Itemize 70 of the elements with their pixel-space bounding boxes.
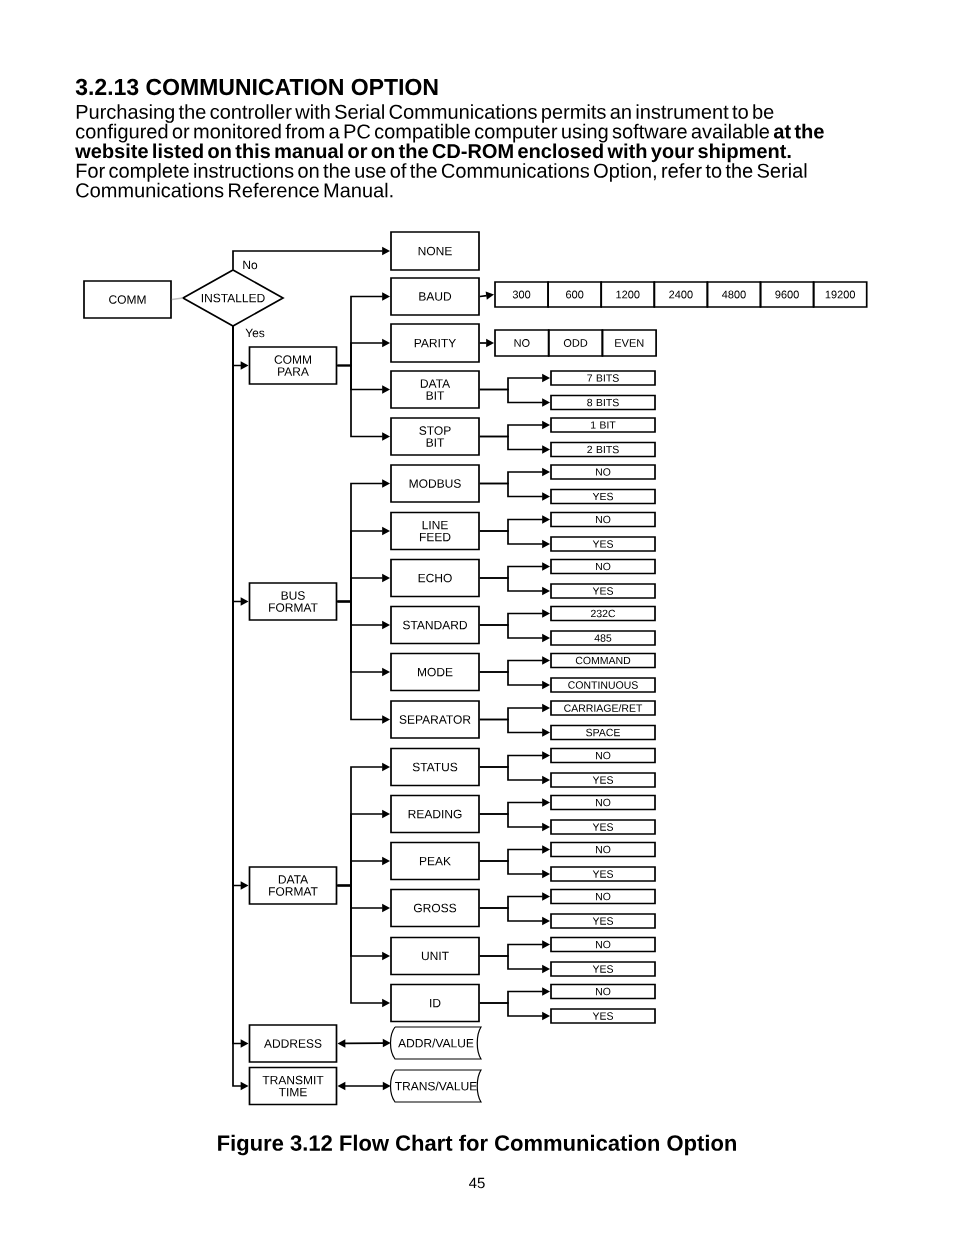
menu-box: MODBUS xyxy=(390,464,480,503)
menu-box: PEAK xyxy=(390,841,480,881)
menu-box: TRANSMIT TIME xyxy=(248,1066,338,1106)
value-display: TRANS/VALUE xyxy=(389,1069,482,1103)
menu-box: PARITY xyxy=(390,323,480,363)
option-box: NO xyxy=(550,558,656,575)
menu-box: UNIT xyxy=(390,936,480,976)
option-box: 8 BITS xyxy=(550,394,656,411)
heading: 3.2.13 COMMUNICATION OPTION xyxy=(75,78,438,96)
menu-box: SEPARATOR xyxy=(390,700,480,739)
menu-box: STOP BIT xyxy=(390,417,480,456)
option-box: NO xyxy=(550,794,656,811)
option-box: NO xyxy=(550,511,656,528)
option-box: 485 xyxy=(550,630,656,646)
menu-box: MODE xyxy=(390,652,480,692)
menu-box: STANDARD xyxy=(390,605,480,645)
value-display: ADDR/VALUE xyxy=(389,1026,482,1060)
option-box: CONTINUOUS xyxy=(550,677,656,693)
option-box: YES xyxy=(550,772,656,788)
menu-box: READING xyxy=(390,794,480,834)
option-box: NO xyxy=(550,983,656,1000)
option-box: CARRIAGE/RET xyxy=(550,700,656,716)
value-cell: 600 xyxy=(547,281,603,308)
menu-box: STATUS xyxy=(390,747,480,787)
option-box: YES xyxy=(550,819,656,835)
option-box: YES xyxy=(550,488,656,505)
option-box: NO xyxy=(550,936,656,953)
option-box: YES xyxy=(550,1008,656,1024)
value-cell: NO xyxy=(494,329,550,357)
figure-caption: Figure 3.12 Flow Chart for Communication Option xyxy=(218,1134,736,1156)
menu-box: ECHO xyxy=(390,558,480,598)
value-cell: EVEN xyxy=(601,329,657,357)
edge-label: Yes xyxy=(245,328,265,338)
option-box: SPACE xyxy=(550,724,656,741)
connector xyxy=(171,297,184,301)
body-text: Purchasing the controller with Serial Communications permits an instrument to be configured or monitored from a PC compatible computer using software available at the website listed on this manual or on the CD-ROM enclosed with your shipment. For complete instructions on the use of the Communications Option, refer to the Serial Communications Reference Manual. xyxy=(75,104,824,198)
value-cell: ODD xyxy=(547,329,604,357)
option-box: NO xyxy=(550,888,656,905)
option-box: COMMAND xyxy=(550,652,656,669)
value-cell: 19200 xyxy=(812,281,868,308)
option-box: NO xyxy=(550,464,656,480)
menu-box: LINE FEED xyxy=(390,511,480,551)
menu-box: NONE xyxy=(390,231,480,271)
option-box: 7 BITS xyxy=(550,370,656,386)
menu-box: COMM PARA xyxy=(248,346,338,385)
option-box: YES xyxy=(550,866,656,882)
menu-box: BAUD xyxy=(390,277,480,316)
option-box: 232C xyxy=(550,605,656,622)
menu-box: DATA FORMAT xyxy=(248,866,338,905)
value-cell: 9600 xyxy=(759,281,815,308)
menu-box: ADDRESS xyxy=(248,1024,338,1063)
option-box: NO xyxy=(550,747,656,764)
edge-label: No xyxy=(243,260,258,270)
option-box: 2 BITS xyxy=(550,441,656,458)
value-cell: 2400 xyxy=(653,281,709,308)
option-box: YES xyxy=(550,536,656,552)
menu-box: GROSS xyxy=(390,888,480,928)
option-box: YES xyxy=(550,961,656,977)
page-number: 45 xyxy=(469,1177,485,1189)
value-cell: 4800 xyxy=(706,281,762,308)
menu-box: DATA BIT xyxy=(390,370,480,409)
menu-box: ID xyxy=(390,983,480,1023)
menu-box: BUS FORMAT xyxy=(248,582,338,621)
option-box: YES xyxy=(550,583,656,599)
option-box: YES xyxy=(550,913,656,929)
value-cell: 300 xyxy=(494,281,549,308)
option-box: 1 BIT xyxy=(550,417,656,433)
option-box: NO xyxy=(550,841,656,858)
value-cell: 1200 xyxy=(600,281,656,308)
menu-box: COMM xyxy=(83,280,172,319)
